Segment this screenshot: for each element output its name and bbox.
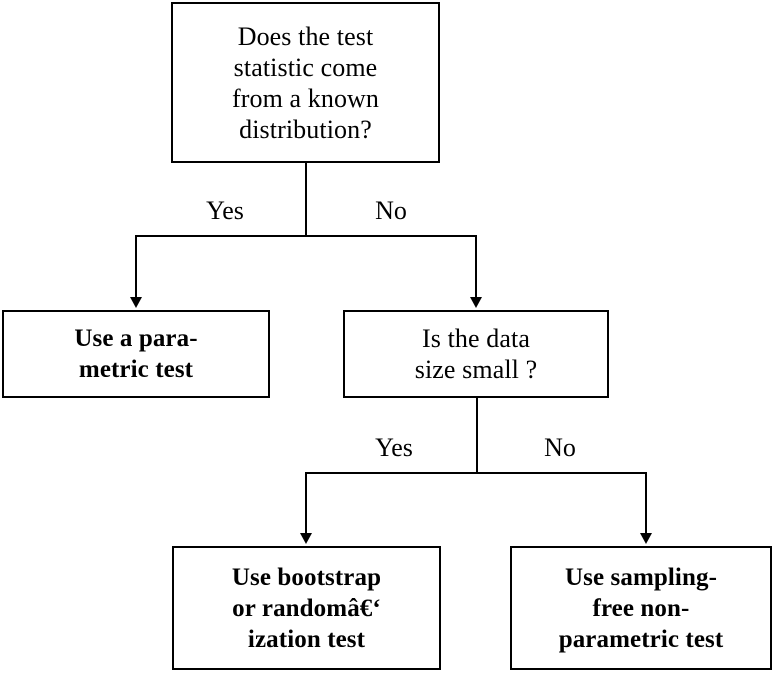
arrowhead-size-yes [300, 533, 312, 544]
terminal-node-sampling-free-nonparametric-test[interactable]: Use sampling- free non- parametric test [510, 546, 772, 670]
edge-label-root-no: No [375, 196, 407, 225]
connector-size-stem [476, 398, 478, 474]
connector-root-stem [305, 163, 307, 237]
terminal-node-bootstrap-randomization-test[interactable]: Use bootstrap or randomâ€‘ ization test [172, 546, 441, 670]
node-text-line: Use a para- [74, 325, 198, 352]
connector-size-no-drop [645, 472, 647, 535]
connector-split-bar-2 [305, 472, 647, 474]
node-text-line: Is the data [422, 324, 530, 353]
arrowhead-root-no [470, 297, 482, 308]
connector-size-yes-drop [305, 472, 307, 535]
node-text-line: metric test [78, 356, 194, 383]
edge-label-root-yes: Yes [206, 196, 244, 225]
node-text-line: statistic come [233, 52, 378, 82]
arrowhead-size-no [640, 533, 652, 544]
node-text-line: Use bootstrap [231, 563, 382, 591]
connector-split-bar-1 [135, 235, 477, 237]
connector-root-no-drop [475, 235, 477, 299]
node-text-line: distribution? [239, 114, 372, 144]
node-text-line: Does the test [237, 21, 374, 51]
node-text-line: size small ? [414, 355, 538, 384]
node-text-line: free non- [592, 594, 690, 622]
node-text-line: parametric test [558, 625, 724, 653]
node-text-line: Use sampling- [564, 563, 717, 591]
edge-label-size-no: No [544, 433, 576, 462]
node-text-line: from a known [231, 83, 380, 113]
connector-root-yes-drop [135, 235, 137, 299]
terminal-node-parametric-test[interactable]: Use a para- metric test [2, 310, 270, 398]
node-text-line: ization test [247, 625, 366, 653]
decision-node-known-distribution[interactable]: Does the test statistic come from a know… [171, 2, 440, 163]
arrowhead-root-yes [130, 297, 142, 308]
node-text-line: or randomâ€‘ [232, 594, 381, 622]
decision-node-data-size-small[interactable]: Is the data size small ? [343, 310, 609, 398]
edge-label-size-yes: Yes [375, 433, 413, 462]
